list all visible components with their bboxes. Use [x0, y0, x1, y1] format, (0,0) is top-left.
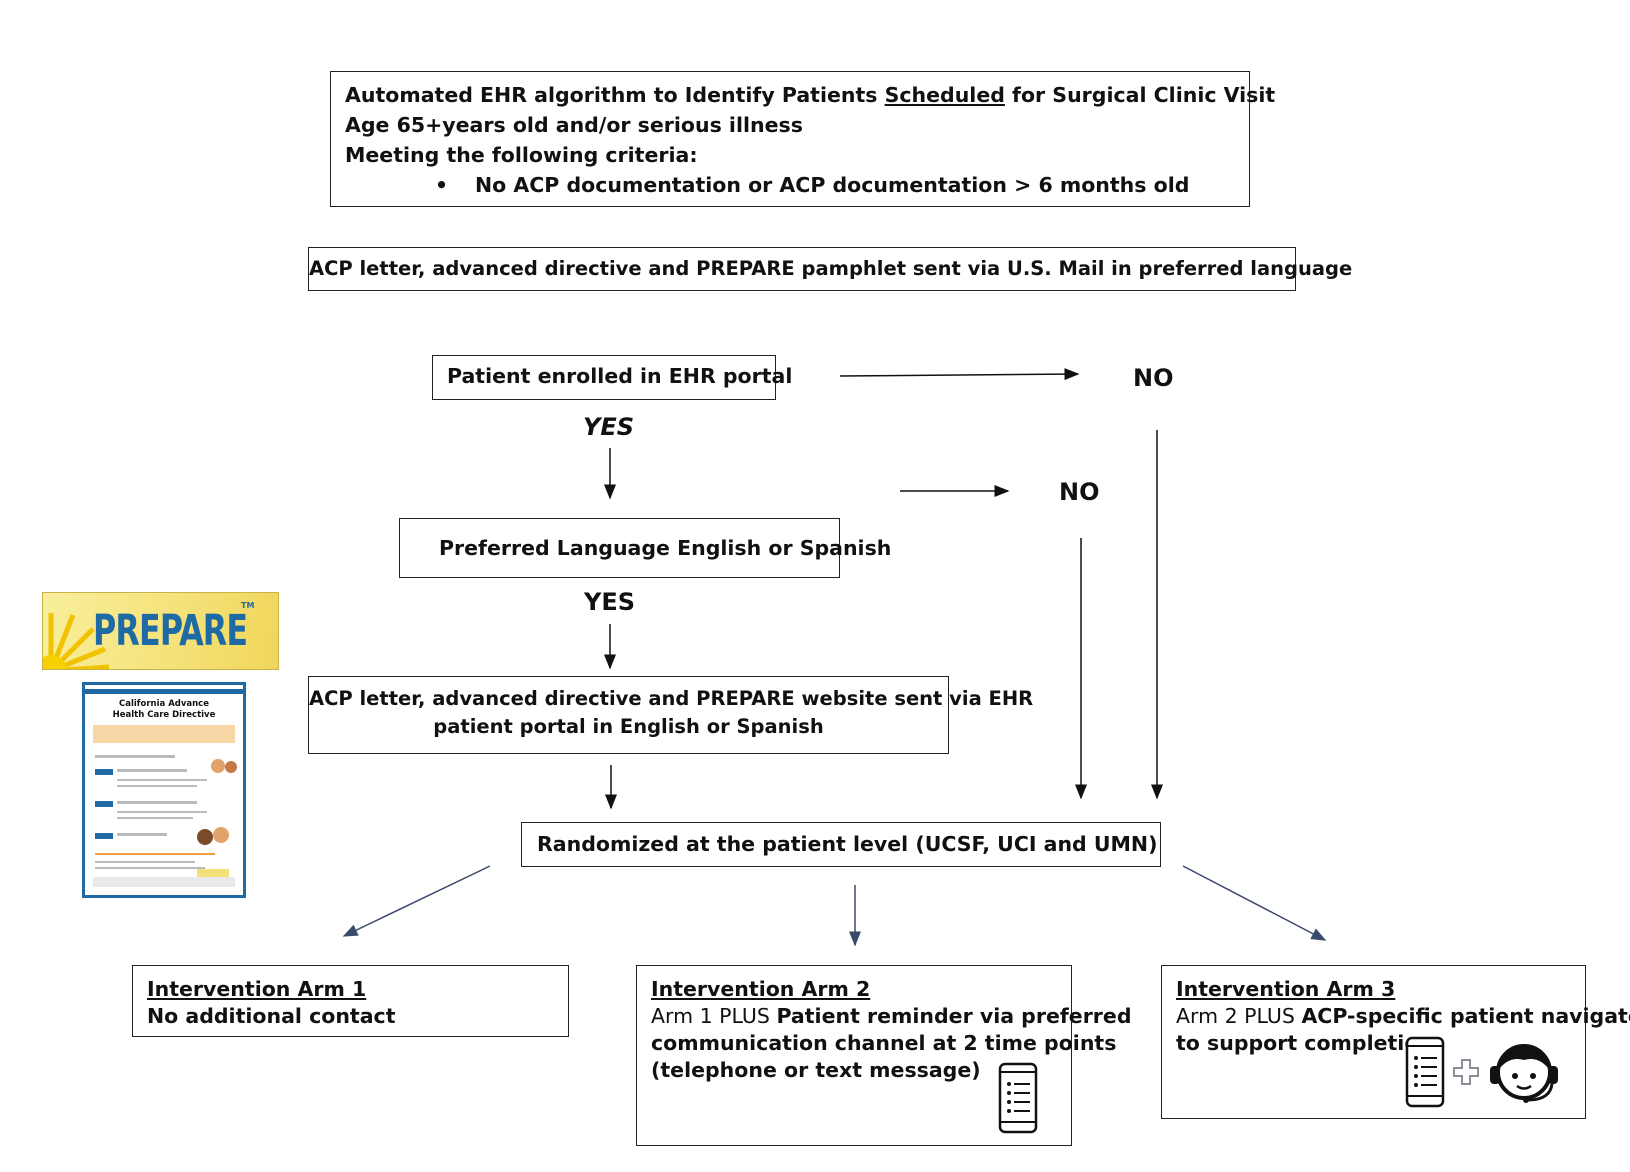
form-title: California Advance Health Care Directive	[112, 699, 216, 720]
arm2-box: Intervention Arm 2 Arm 1 PLUS Patient re…	[636, 965, 1132, 1146]
form-top-bar	[85, 689, 243, 694]
arrow-to-arm3	[1182, 865, 1327, 941]
arm2-line1: Arm 1 PLUS Patient reminder via preferre…	[651, 1004, 1132, 1028]
arm2-line2: communication channel at 2 time points	[651, 1031, 1117, 1055]
navigator-headset-icon	[1490, 1044, 1558, 1103]
algorithm-line2: Age 65+years old and/or serious illness	[345, 113, 803, 137]
language-no-label: NO	[1059, 478, 1100, 506]
arm1-title: Intervention Arm 1	[147, 977, 367, 1001]
prepare-logo: PREPARE TM	[42, 592, 279, 670]
form-line	[117, 785, 197, 787]
algorithm-line3: Meeting the following criteria:	[345, 143, 698, 167]
form-line	[117, 811, 207, 813]
phone-list-icon	[998, 1062, 1038, 1134]
portal-text: Patient enrolled in EHR portal	[447, 364, 793, 388]
form-people-image	[225, 761, 237, 773]
phone-list-icon	[1405, 1036, 1445, 1108]
bullet-icon: •	[435, 173, 449, 197]
form-line	[95, 867, 205, 869]
portal-send-line2: patient portal in English or Spanish	[433, 715, 824, 738]
form-part-tag	[95, 801, 113, 807]
language-box: Preferred Language English or Spanish	[399, 518, 891, 578]
form-people-image	[197, 829, 213, 845]
algorithm-line1: Automated EHR algorithm to Identify Pati…	[345, 83, 1276, 107]
prepare-logo-text: PREPARE	[93, 606, 248, 656]
portal-yes-label: YES	[583, 413, 635, 441]
criteria-bullet-item: •No ACP documentation or ACP documentati…	[345, 170, 1249, 200]
arm3-title: Intervention Arm 3	[1176, 977, 1396, 1001]
algorithm-box: Automated EHR algorithm to Identify Pati…	[330, 71, 1276, 207]
prepare-trademark: TM	[241, 601, 255, 610]
form-part-tag	[95, 769, 113, 775]
arm2-line3: (telephone or text message)	[651, 1058, 981, 1082]
plus-icon	[1453, 1059, 1479, 1085]
language-yes-label: YES	[584, 588, 636, 616]
portal-no-label: NO	[1133, 364, 1174, 392]
portal-send-line1: ACP letter, advanced directive and PREPA…	[309, 687, 1034, 710]
arm3-line2: to support completion	[1176, 1031, 1434, 1055]
arrow-portal-no	[839, 368, 1080, 381]
language-text: Preferred Language English or Spanish	[439, 536, 892, 560]
form-people-image	[211, 759, 225, 773]
mail-box: ACP letter, advanced directive and PREPA…	[308, 247, 1352, 291]
randomized-box: Randomized at the patient level (UCSF, U…	[521, 822, 1161, 867]
form-line	[117, 769, 187, 772]
arm1-line1: No additional contact	[147, 1004, 396, 1028]
form-line	[117, 833, 167, 836]
arm2-title: Intervention Arm 2	[651, 977, 871, 1001]
form-footer	[93, 877, 235, 887]
form-part-tag	[95, 833, 113, 839]
form-divider	[95, 853, 215, 855]
form-people-image	[213, 827, 229, 843]
advance-directive-thumbnail: California Advance Health Care Directive	[82, 682, 246, 898]
form-line	[117, 801, 197, 804]
portal-box: Patient enrolled in EHR portal	[432, 355, 792, 400]
form-line	[117, 779, 207, 781]
arm3-box: Intervention Arm 3 Arm 2 PLUS ACP-specif…	[1161, 965, 1630, 1119]
arm3-line1: Arm 2 PLUS ACP-specific patient navigato…	[1176, 1004, 1630, 1028]
mail-text: ACP letter, advanced directive and PREPA…	[309, 257, 1353, 280]
portal-send-box: ACP letter, advanced directive and PREPA…	[308, 676, 1034, 754]
sun-icon	[43, 613, 110, 669]
arrow-to-arm1	[342, 865, 491, 937]
arm1-box: Intervention Arm 1 No additional contact	[132, 965, 569, 1037]
randomized-text: Randomized at the patient level (UCSF, U…	[537, 832, 1158, 856]
form-line	[95, 755, 175, 758]
form-line	[117, 817, 193, 819]
form-line	[95, 861, 195, 863]
form-band	[93, 725, 235, 743]
